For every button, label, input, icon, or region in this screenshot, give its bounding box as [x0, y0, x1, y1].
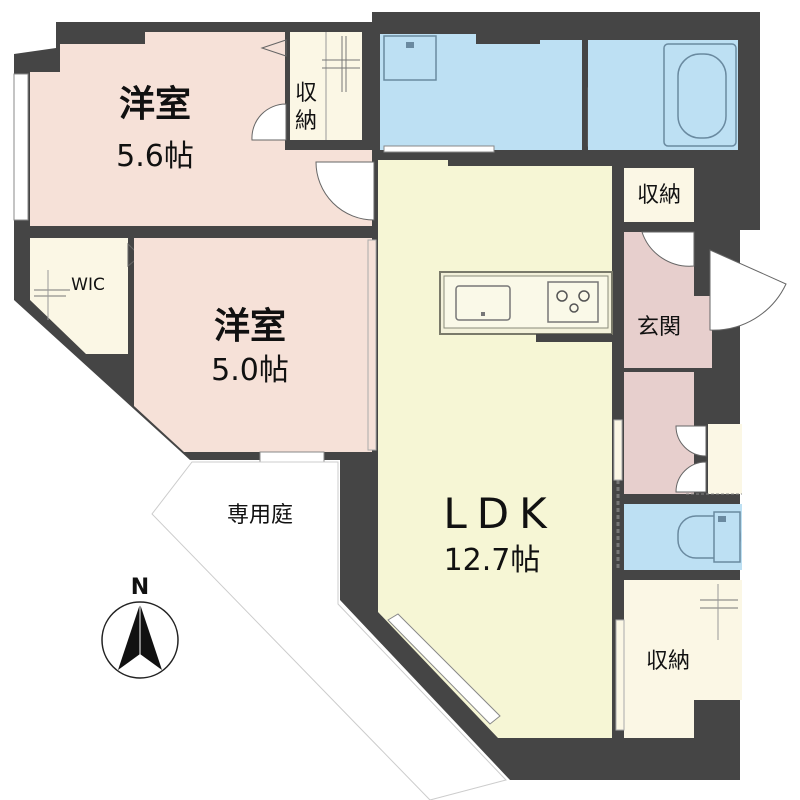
storage-bottom-label: 収納: [646, 649, 690, 674]
door-room-1: [251, 103, 287, 141]
door-storage-entrance: [641, 231, 695, 267]
entrance-door: [709, 249, 787, 331]
storage-entrance: [624, 168, 694, 222]
storage-top-label-2: 納: [295, 109, 317, 134]
storage-right-label: 収納: [637, 183, 681, 208]
compass-label: N: [131, 575, 149, 600]
storage-bottom: [624, 580, 742, 738]
ldk-size: 12.7帖: [444, 543, 541, 578]
western-room-1: [30, 32, 372, 226]
door-ldk: [315, 161, 375, 221]
private-garden: [151, 461, 507, 800]
storage-top-label-1: 収: [295, 81, 317, 106]
window-ldk-diagonal: [387, 613, 501, 725]
wic: [30, 238, 128, 354]
shoe-cabinet: [708, 424, 742, 494]
western-room-2-size: 5.0帖: [211, 353, 289, 388]
western-room-2-name: 洋室: [214, 306, 286, 347]
garden-label: 専用庭: [227, 503, 293, 528]
entrance-label: 玄関: [637, 315, 681, 340]
window-left: [13, 73, 29, 221]
window-room-2: [259, 451, 325, 463]
wic-label: WIC: [71, 275, 105, 295]
western-room-2: [134, 238, 372, 452]
western-room-1-size: 5.6帖: [116, 139, 194, 174]
compass: N: [101, 575, 179, 679]
stove: [547, 281, 599, 323]
kitchen-sink: [455, 285, 511, 321]
western-room-1-name: 洋室: [119, 84, 191, 125]
ldk-name: LDK: [443, 489, 556, 538]
